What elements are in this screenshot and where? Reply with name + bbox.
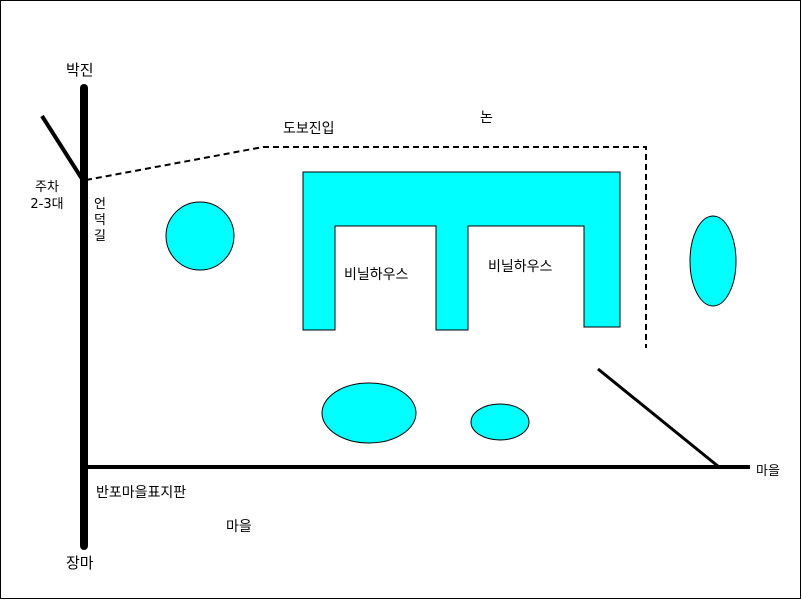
- round-feature-west: [165, 201, 235, 271]
- greenhouse-structure: [302, 171, 621, 331]
- rice-field-label: 논: [480, 110, 493, 126]
- walk-entry-label: 도보진입: [283, 121, 335, 137]
- parking-label-line1: 주차: [35, 180, 59, 195]
- walking-path: [85, 146, 647, 348]
- oval-feature-south-large: [321, 382, 417, 444]
- parking-spur-road: [40, 114, 86, 184]
- greenhouse-right-label: 비닐하우스: [488, 259, 553, 275]
- parking-label-line2: 2-3대: [30, 197, 64, 212]
- village-south-label: 마을: [226, 519, 252, 535]
- diagonal-road: [597, 367, 720, 469]
- south-end-label: 장마: [66, 554, 94, 572]
- hill-road-label: 언덕길: [94, 197, 106, 244]
- parking-label: 주차 2-3대: [26, 179, 68, 213]
- village-east-label: 마을: [756, 464, 780, 479]
- sign-label: 반포마을표지판: [96, 485, 187, 501]
- greenhouse-left-label: 비닐하우스: [344, 267, 409, 283]
- north-end-label: 박진: [66, 61, 94, 79]
- oval-feature-south-small: [470, 403, 530, 441]
- oval-feature-east: [689, 215, 737, 307]
